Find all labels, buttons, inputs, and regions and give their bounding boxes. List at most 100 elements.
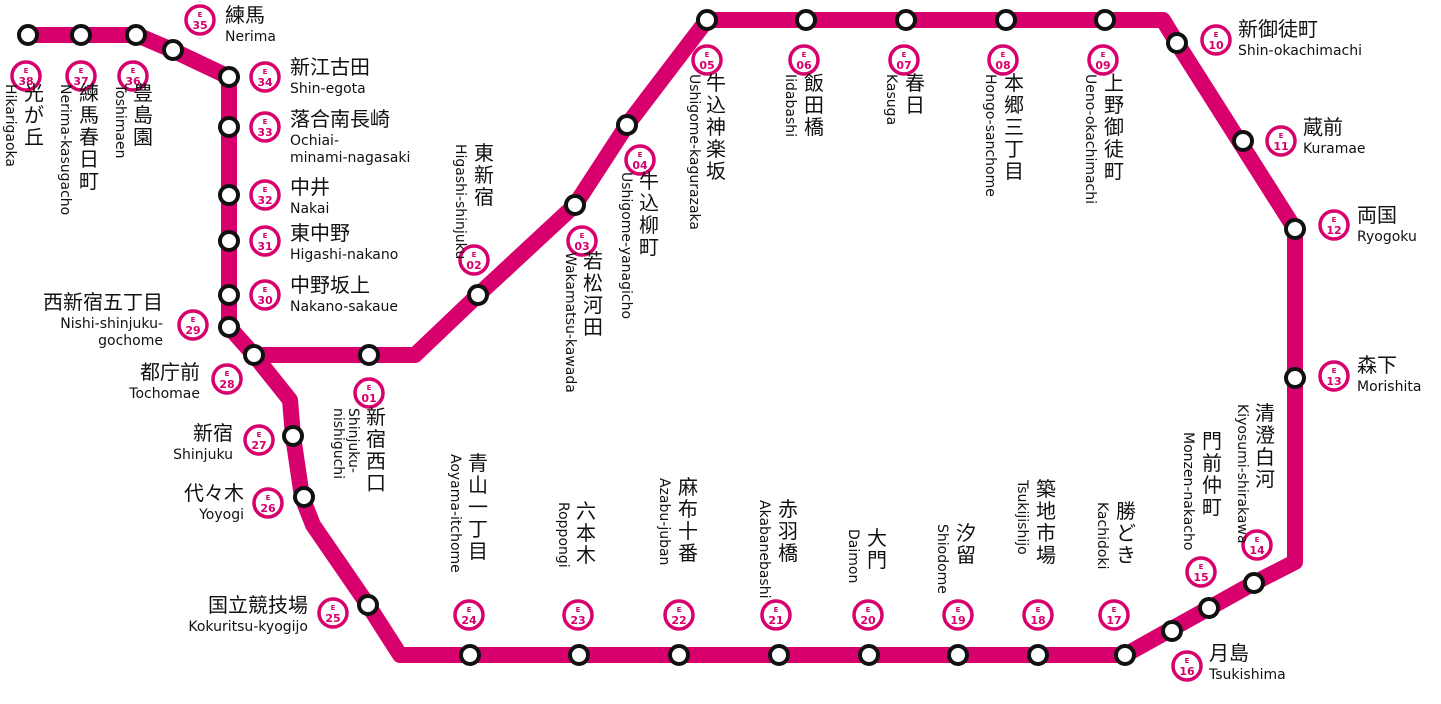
- badge-ring: [243, 424, 275, 456]
- station-stop-18[interactable]: [1027, 644, 1049, 666]
- station-stop-30[interactable]: [218, 284, 240, 306]
- station-number-badge-12: E12: [1318, 209, 1350, 241]
- station-stop-09[interactable]: [1094, 9, 1116, 31]
- badge-ring: [249, 111, 281, 143]
- station-stop-02[interactable]: [467, 284, 489, 306]
- station-number-badge-21: E21: [760, 599, 792, 631]
- badge-number: 27: [251, 439, 266, 452]
- badge-number: 38: [18, 75, 33, 88]
- station-stop-01[interactable]: [358, 344, 380, 366]
- station-stop-11[interactable]: [1232, 130, 1254, 152]
- badge-number: 37: [73, 75, 88, 88]
- station-stop-38[interactable]: [17, 24, 39, 46]
- badge-number: 12: [1326, 224, 1341, 237]
- station-number-badge-11: E11: [1265, 125, 1297, 157]
- station-number-badge-18: E18: [1022, 599, 1054, 631]
- station-stop-06[interactable]: [795, 9, 817, 31]
- station-stop-04[interactable]: [616, 114, 638, 136]
- station-stop-16[interactable]: [1161, 620, 1183, 642]
- badge-letter: E: [1255, 536, 1260, 544]
- station-stop-10[interactable]: [1166, 32, 1188, 54]
- station-name-en: Tsukishima: [1208, 667, 1286, 683]
- station-name-ja: 春日: [905, 71, 925, 117]
- badge-number: 32: [257, 194, 272, 207]
- badge-ring: [987, 44, 1019, 76]
- station-stop-20[interactable]: [858, 644, 880, 666]
- station-name-en: Ushigome-kagurazaka: [686, 74, 702, 230]
- station-name-ja: 西新宿五丁目: [43, 290, 163, 314]
- station-stop-05[interactable]: [696, 9, 718, 31]
- badge-ring: [691, 44, 723, 76]
- station-stop-26[interactable]: [293, 486, 315, 508]
- station-stop-31[interactable]: [218, 230, 240, 252]
- station-stop-24[interactable]: [459, 644, 481, 666]
- station-stop-21[interactable]: [768, 644, 790, 666]
- badge-letter: E: [367, 384, 372, 392]
- station-number-badge-15: E15: [1185, 556, 1217, 588]
- station-stop-22[interactable]: [668, 644, 690, 666]
- badge-ring: [249, 279, 281, 311]
- badge-ring: [1185, 556, 1217, 588]
- station-stop-15[interactable]: [1198, 597, 1220, 619]
- station-stop-35[interactable]: [162, 39, 184, 61]
- station-stop-37[interactable]: [70, 24, 92, 46]
- badge-number: 26: [260, 502, 276, 515]
- station-number-badge-02: E02: [458, 244, 490, 276]
- station-stop-14[interactable]: [1243, 572, 1265, 594]
- badge-ring: [249, 61, 281, 93]
- station-stop-25[interactable]: [357, 594, 379, 616]
- station-stop-13[interactable]: [1284, 367, 1306, 389]
- station-number-badge-04: E04: [624, 144, 656, 176]
- station-number-badge-35: E35: [184, 4, 216, 36]
- station-name-en: Ushigome-yanagicho: [618, 172, 634, 319]
- station-stop-03[interactable]: [564, 194, 586, 216]
- badge-number: 36: [125, 75, 141, 88]
- station-stop-33[interactable]: [218, 116, 240, 138]
- station-stop-23[interactable]: [568, 644, 590, 666]
- badge-letter: E: [902, 51, 907, 59]
- station-number-badge-09: E09: [1087, 44, 1119, 76]
- station-number-badge-30: E30: [249, 279, 281, 311]
- station-name-ja: 六本木: [576, 499, 596, 567]
- station-stop-28[interactable]: [243, 344, 265, 366]
- badge-letter: E: [24, 67, 29, 75]
- badge-ring: [317, 597, 349, 629]
- station-number-badge-10: E10: [1200, 24, 1232, 56]
- badge-letter: E: [705, 51, 710, 59]
- station-number-badge-36: E36: [117, 60, 149, 92]
- station-name-en: Hongo-sanchome: [982, 74, 998, 197]
- badge-letter: E: [1001, 51, 1006, 59]
- station-stop-36[interactable]: [125, 24, 147, 46]
- badge-number: 08: [995, 59, 1010, 72]
- station-stop-29[interactable]: [218, 316, 240, 338]
- station-stop-34[interactable]: [218, 66, 240, 88]
- station-stop-12[interactable]: [1284, 218, 1306, 240]
- station-stop-08[interactable]: [995, 9, 1017, 31]
- station-name-ja: 代々木: [184, 481, 244, 505]
- station-stop-07[interactable]: [895, 9, 917, 31]
- station-number-badge-32: E32: [249, 179, 281, 211]
- badge-ring: [1087, 44, 1119, 76]
- station-stop-32[interactable]: [218, 184, 240, 206]
- badge-letter: E: [263, 186, 268, 194]
- station-name-en: Aoyama-itchome: [447, 454, 463, 573]
- station-stop-19[interactable]: [947, 644, 969, 666]
- station-name-ja: 中野坂上: [290, 273, 370, 297]
- station-stop-17[interactable]: [1114, 644, 1136, 666]
- station-stop-27[interactable]: [282, 425, 304, 447]
- station-number-badge-06: E06: [788, 44, 820, 76]
- badge-letter: E: [1332, 367, 1337, 375]
- badge-ring: [117, 60, 149, 92]
